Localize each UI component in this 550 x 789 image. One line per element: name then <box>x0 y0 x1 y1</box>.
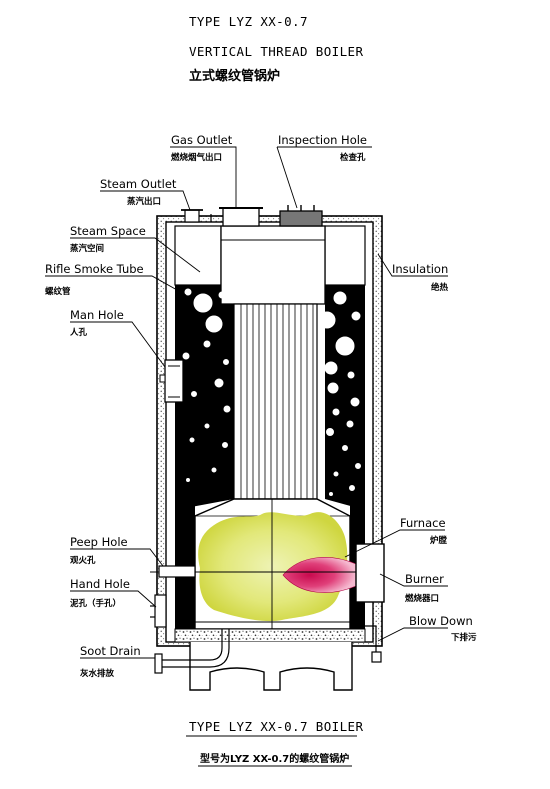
label-man-hole: Man Hole <box>70 308 124 322</box>
label-inspection-hole: Inspection Hole <box>278 133 367 147</box>
footer-caption-cn: 型号为LYZ XX-0.7的螺纹管锅炉 <box>200 752 349 765</box>
header-title-line2: VERTICAL THREAD BOILER <box>189 44 363 59</box>
burner-port <box>355 543 385 603</box>
label-hand-hole: Hand Hole <box>70 577 130 591</box>
label-furnace: Furnace <box>400 516 446 530</box>
steam-space-right <box>324 225 366 286</box>
header-title-line3: 立式螺纹管锅炉 <box>189 68 280 84</box>
label-gas-outlet: Gas Outlet <box>171 133 233 147</box>
soot-drain-pipe <box>162 629 223 661</box>
label-furnace-cn: 炉膛 <box>430 535 448 546</box>
label-hand-hole-cn: 泥孔（手孔） <box>70 598 121 609</box>
boiler-body <box>150 205 385 691</box>
base-frame <box>189 642 353 691</box>
label-peep-hole-cn: 观火孔 <box>70 555 96 566</box>
steam-bubbles <box>182 288 361 496</box>
flame-outer <box>198 512 348 622</box>
steam-outlet-nozzle <box>184 209 200 223</box>
label-steam-outlet-cn: 蒸汽出口 <box>127 196 161 207</box>
label-man-hole-cn: 人孔 <box>70 327 88 338</box>
gas-chamber <box>220 225 326 305</box>
label-peep-hole: Peep Hole <box>70 535 128 549</box>
header-title-line1: TYPE LYZ XX-0.7 <box>189 14 308 29</box>
label-blow-down-cn: 下排污 <box>451 632 477 643</box>
label-steam-outlet: Steam Outlet <box>100 177 177 191</box>
label-inspection-hole-cn: 检查孔 <box>340 152 366 163</box>
label-insulation: Insulation <box>392 262 448 276</box>
label-gas-outlet-cn: 燃烧烟气出口 <box>171 152 222 163</box>
labels: Gas Outlet 燃烧烟气出口 Inspection Hole 检查孔 St… <box>45 133 477 679</box>
blow-down-pipe <box>365 625 377 652</box>
label-steam-space-cn: 蒸汽空间 <box>70 243 104 254</box>
label-rifle-smoke-tube-cn: 螺纹管 <box>45 286 71 297</box>
label-insulation-cn: 绝热 <box>431 282 449 293</box>
label-steam-space: Steam Space <box>70 224 146 238</box>
label-burner: Burner <box>405 572 444 586</box>
leader-lines <box>45 146 448 659</box>
label-rifle-smoke-tube: Rifle Smoke Tube <box>45 262 144 276</box>
gas-outlet-nozzle <box>222 207 260 227</box>
label-blow-down: Blow Down <box>409 614 473 628</box>
label-soot-drain: Soot Drain <box>80 644 141 658</box>
water-lower-left <box>175 499 195 629</box>
peep-hole-pipe <box>158 565 196 578</box>
hand-hole-flange <box>154 594 167 628</box>
rifle-smoke-tubes <box>233 303 318 500</box>
water-region <box>175 285 365 510</box>
footer-caption-en: TYPE LYZ XX-0.7 BOILER <box>189 719 363 734</box>
label-soot-drain-cn: 灰水排放 <box>80 668 115 679</box>
label-burner-cn: 燃烧器口 <box>405 593 439 604</box>
inspection-hole-cover <box>279 210 323 227</box>
soot-bed <box>174 628 366 643</box>
tube-lines <box>240 304 314 499</box>
steam-space-left <box>174 225 222 286</box>
